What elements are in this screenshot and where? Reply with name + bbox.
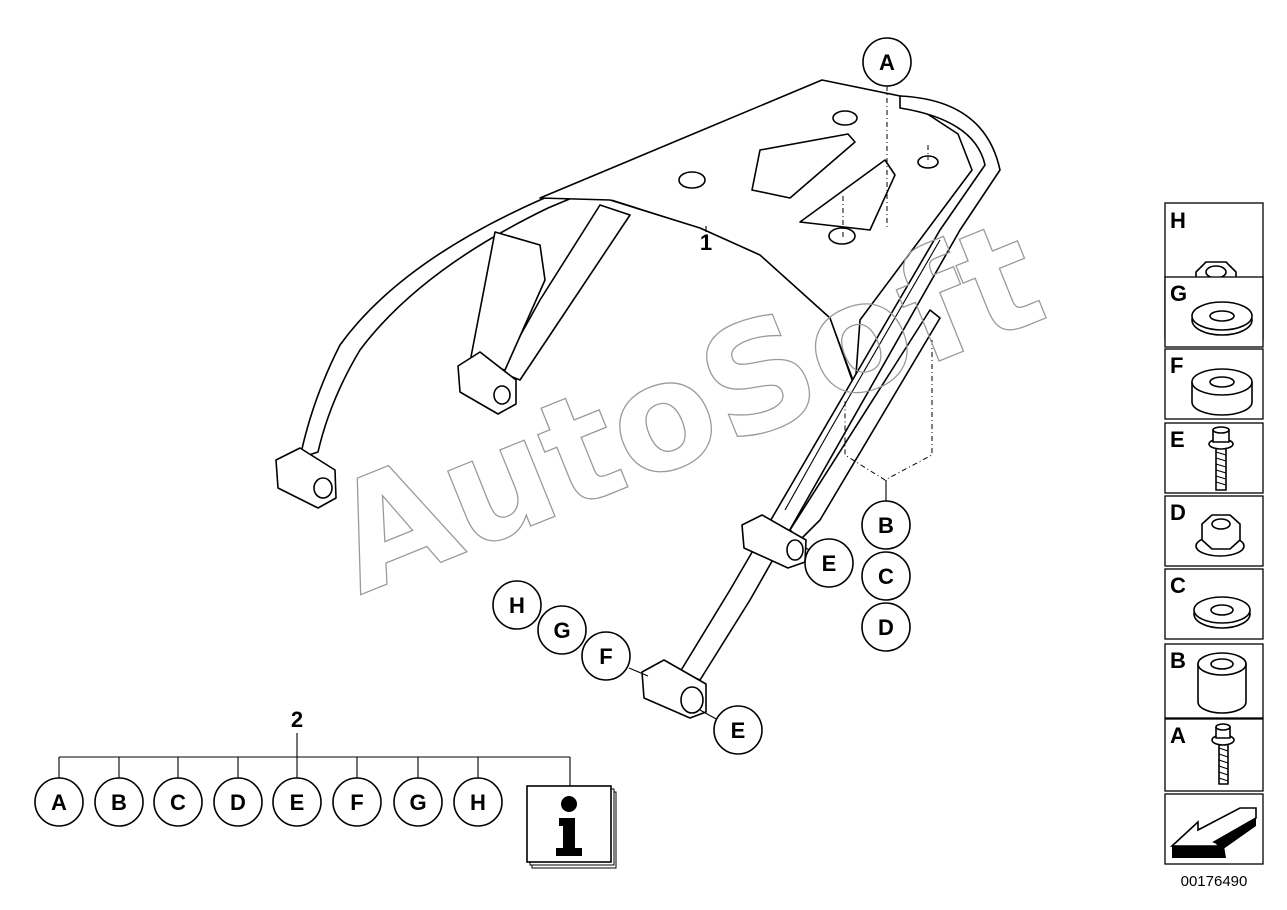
- legend-item-e: E: [1164, 422, 1264, 494]
- thick-spacer-icon: [1191, 368, 1253, 416]
- flat-washer-icon: [1193, 596, 1251, 629]
- svg-text:F: F: [599, 644, 612, 669]
- svg-text:B: B: [111, 790, 127, 815]
- svg-text:A: A: [51, 790, 67, 815]
- kit-callout-e: E: [272, 777, 322, 827]
- callout-2: 2: [291, 707, 303, 732]
- kit-callout-d: D: [213, 777, 263, 827]
- callout-e-lower: E: [713, 705, 763, 755]
- collar-bolt-icon: [1211, 723, 1235, 785]
- left-mount-hole: [313, 477, 333, 499]
- svg-text:A: A: [1170, 723, 1186, 748]
- kit-callout-h: H: [453, 777, 503, 827]
- svg-text:D: D: [230, 790, 246, 815]
- svg-text:G: G: [1170, 281, 1187, 306]
- callout-b: B: [861, 500, 911, 550]
- legend-item-f: F: [1164, 348, 1264, 420]
- svg-text:F: F: [1170, 353, 1183, 378]
- luggage-rack-drawing: [275, 79, 1001, 719]
- svg-text:C: C: [878, 564, 894, 589]
- svg-text:H: H: [1170, 208, 1186, 233]
- plate-slot-right: [799, 159, 896, 231]
- legend-item-g: G: [1164, 276, 1264, 348]
- kit-callout-a: A: [34, 777, 84, 827]
- svg-text:E: E: [731, 718, 746, 743]
- svg-text:E: E: [1170, 427, 1185, 452]
- left-strut-arm: [469, 231, 546, 371]
- kit-callout-f: F: [332, 777, 382, 827]
- svg-text:G: G: [553, 618, 570, 643]
- svg-text:H: H: [470, 790, 486, 815]
- svg-text:D: D: [1170, 500, 1186, 525]
- callout-h-left: H: [492, 580, 542, 630]
- legend-item-a: A: [1164, 718, 1264, 792]
- legend-item-c: C: [1164, 568, 1264, 640]
- svg-text:H: H: [509, 593, 525, 618]
- flange-nut-icon: [1195, 514, 1245, 557]
- plate-hole-4: [917, 155, 939, 169]
- svg-text:E: E: [822, 551, 837, 576]
- svg-text:B: B: [1170, 648, 1186, 673]
- right-strut: [789, 309, 941, 541]
- svg-text:B: B: [878, 513, 894, 538]
- tall-bushing-icon: [1197, 652, 1247, 714]
- plate-hole-2: [832, 110, 858, 126]
- callout-e-upper: E: [804, 538, 854, 588]
- callout-c: C: [861, 551, 911, 601]
- callout-1: 1: [700, 230, 712, 255]
- legend-column: H G F: [1164, 202, 1264, 865]
- kit-bracket: [58, 733, 571, 786]
- plate-slot-left: [751, 133, 856, 199]
- right-upper-hole: [786, 539, 804, 561]
- return-arrow-icon[interactable]: [1164, 793, 1264, 865]
- callout-f-left: F: [581, 631, 631, 681]
- collar-bolt-icon: [1208, 426, 1234, 491]
- left-rail-tube: [299, 81, 831, 459]
- callout-g-left: G: [537, 605, 587, 655]
- flat-washer-icon: [1191, 301, 1253, 336]
- callout-d: D: [861, 602, 911, 652]
- svg-text:G: G: [409, 790, 426, 815]
- svg-text:C: C: [1170, 573, 1186, 598]
- legend-item-d: D: [1164, 495, 1264, 567]
- kit-callout-c: C: [153, 777, 203, 827]
- info-booklet-icon[interactable]: [526, 785, 617, 869]
- svg-text:C: C: [170, 790, 186, 815]
- svg-text:A: A: [879, 50, 895, 75]
- diagram-number: 00176490: [1181, 873, 1248, 890]
- callout-a-top: A: [862, 37, 912, 87]
- svg-text:F: F: [350, 790, 363, 815]
- kit-callout-g: G: [393, 777, 443, 827]
- plate-hole-3: [828, 227, 856, 245]
- watermark: AutoSoft: [308, 188, 1065, 629]
- right-lower-hole: [680, 686, 704, 714]
- left-strut: [499, 204, 631, 381]
- svg-text:D: D: [878, 615, 894, 640]
- svg-text:E: E: [290, 790, 305, 815]
- legend-item-b: B: [1164, 643, 1264, 719]
- kit-callout-b: B: [94, 777, 144, 827]
- plate-hole-1: [678, 171, 706, 189]
- rear-strut-hole: [493, 385, 511, 405]
